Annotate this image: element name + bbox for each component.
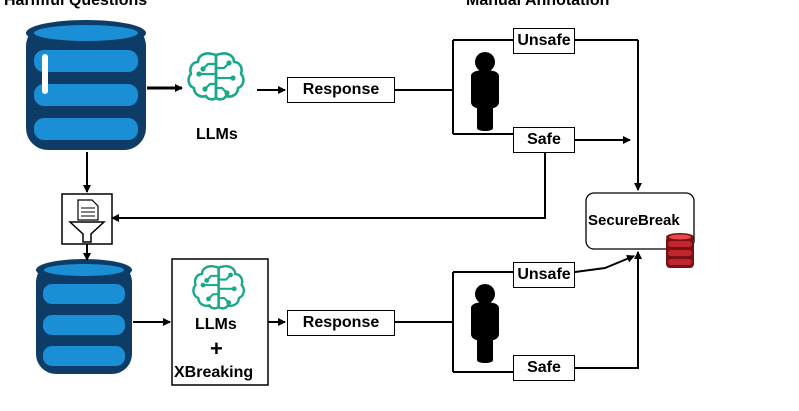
harmful-questions-header: Harmful Questions [4, 0, 148, 9]
person-icon [471, 52, 499, 131]
document-filter-icon [61, 193, 113, 245]
bottom-response-label: Response [302, 314, 380, 331]
manual-annotation-header: Manual Annotation [466, 0, 610, 9]
top-response-box: Response [287, 77, 395, 103]
connectors [83, 39, 642, 373]
bottom-safe-label: Safe [527, 359, 561, 376]
securebreak-label: SecureBreak [588, 212, 680, 229]
person-icon [471, 284, 499, 363]
top-safe-box: Safe [513, 127, 575, 153]
database-icon [36, 259, 132, 374]
database-icon [26, 20, 146, 150]
top-llms-label: LLMs [196, 126, 238, 143]
bottom-unsafe-box: Unsafe [513, 262, 575, 288]
red-database-icon [666, 233, 694, 268]
bottom-response-box: Response [287, 310, 395, 336]
bottom-safe-box: Safe [513, 355, 575, 381]
plus-sign: + [210, 336, 223, 361]
brain-circuit-icon [187, 52, 245, 101]
top-safe-label: Safe [527, 131, 561, 148]
top-unsafe-box: Unsafe [513, 28, 575, 54]
xbreaking-label: XBreaking [174, 364, 254, 381]
top-unsafe-label: Unsafe [517, 32, 571, 49]
bottom-llms-label: LLMs [195, 316, 237, 333]
bottom-unsafe-label: Unsafe [517, 266, 571, 283]
securebreak-box [585, 192, 695, 250]
top-response-label: Response [302, 81, 380, 98]
